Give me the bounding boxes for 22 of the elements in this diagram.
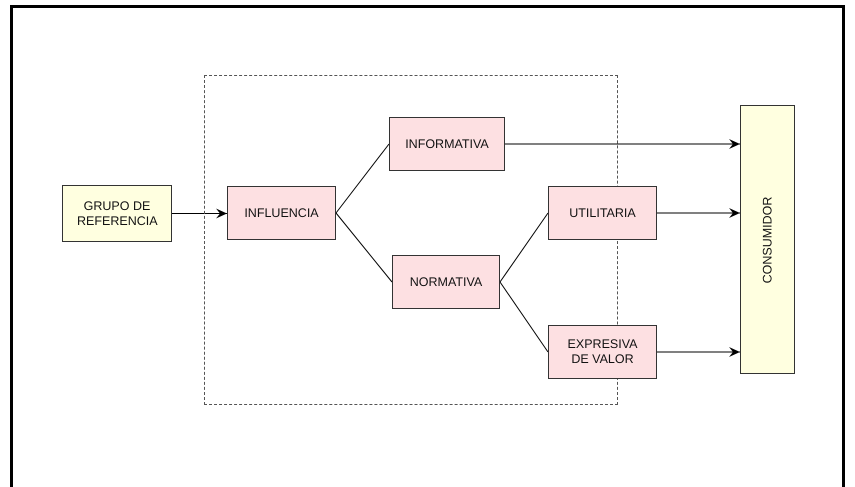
source-box [62,185,172,242]
process-box [392,255,500,309]
node-label: INFLUENCIA [244,206,319,220]
process-box [548,325,657,379]
node-label: EXPRESIVA DE VALOR [566,337,638,367]
connector-line [336,212,392,282]
arrow [656,347,740,357]
connector-line [336,144,390,214]
arrow [656,208,740,218]
arrow [504,139,740,149]
node-label: INFORMATIVA [405,136,489,152]
connector-line [500,212,548,282]
process-box [389,117,505,171]
node-label: NORMATIVA [410,274,482,290]
process-box [548,186,657,240]
node-label: GRUPO DE REFERENCIA [77,198,157,228]
node-label: CONSUMIDOR [760,196,775,283]
target-box [740,105,795,374]
process-box [227,186,336,240]
node-label: UTILITARIA [569,206,636,220]
connector-line [500,282,548,352]
arrow [172,208,228,218]
